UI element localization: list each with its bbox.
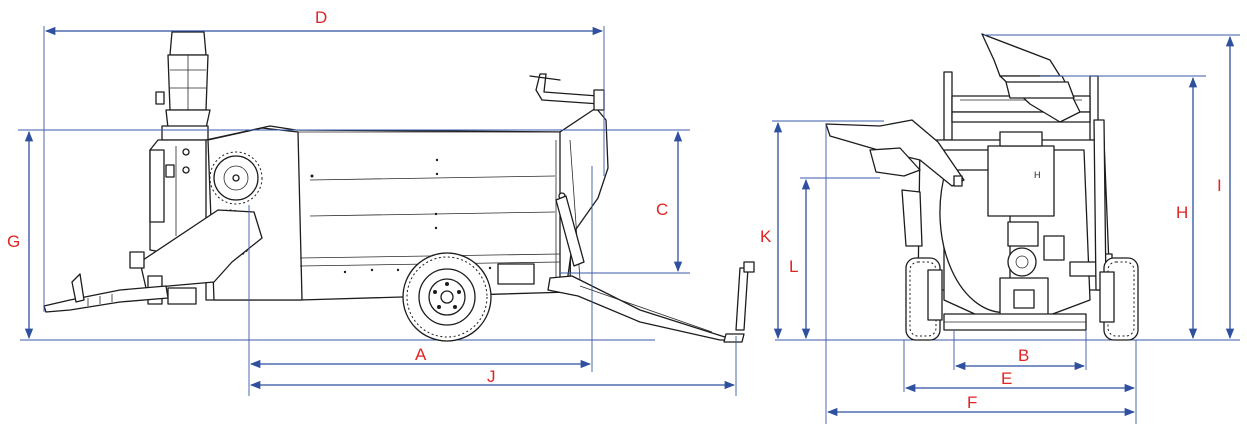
label-i: I [1217,176,1222,195]
label-h: H [1176,203,1188,222]
label-l: L [789,257,798,276]
side-wheel [402,252,492,342]
front-housing [149,139,211,253]
discharge-chute [155,31,211,141]
front-view: H [760,33,1240,424]
label-a: A [415,345,427,364]
label-d: D [315,8,327,27]
label-f: F [967,393,977,412]
side-conveyor-arm [825,119,965,247]
drawbar-hitch [43,273,169,313]
label-b: B [1018,346,1029,365]
label-c: C [656,200,668,219]
side-view: D G C A J [7,8,755,396]
rear-door [529,73,609,291]
front-left-wheel [905,257,943,341]
label-k: K [760,227,772,246]
label-g: G [7,232,20,251]
front-body: H [917,119,1113,331]
front-right-wheel [1099,257,1139,341]
label-j: J [487,367,496,386]
svg-text:H: H [1034,170,1041,180]
label-e: E [1001,369,1012,388]
side-axle-box [497,263,535,285]
rear-ramp [547,261,755,343]
